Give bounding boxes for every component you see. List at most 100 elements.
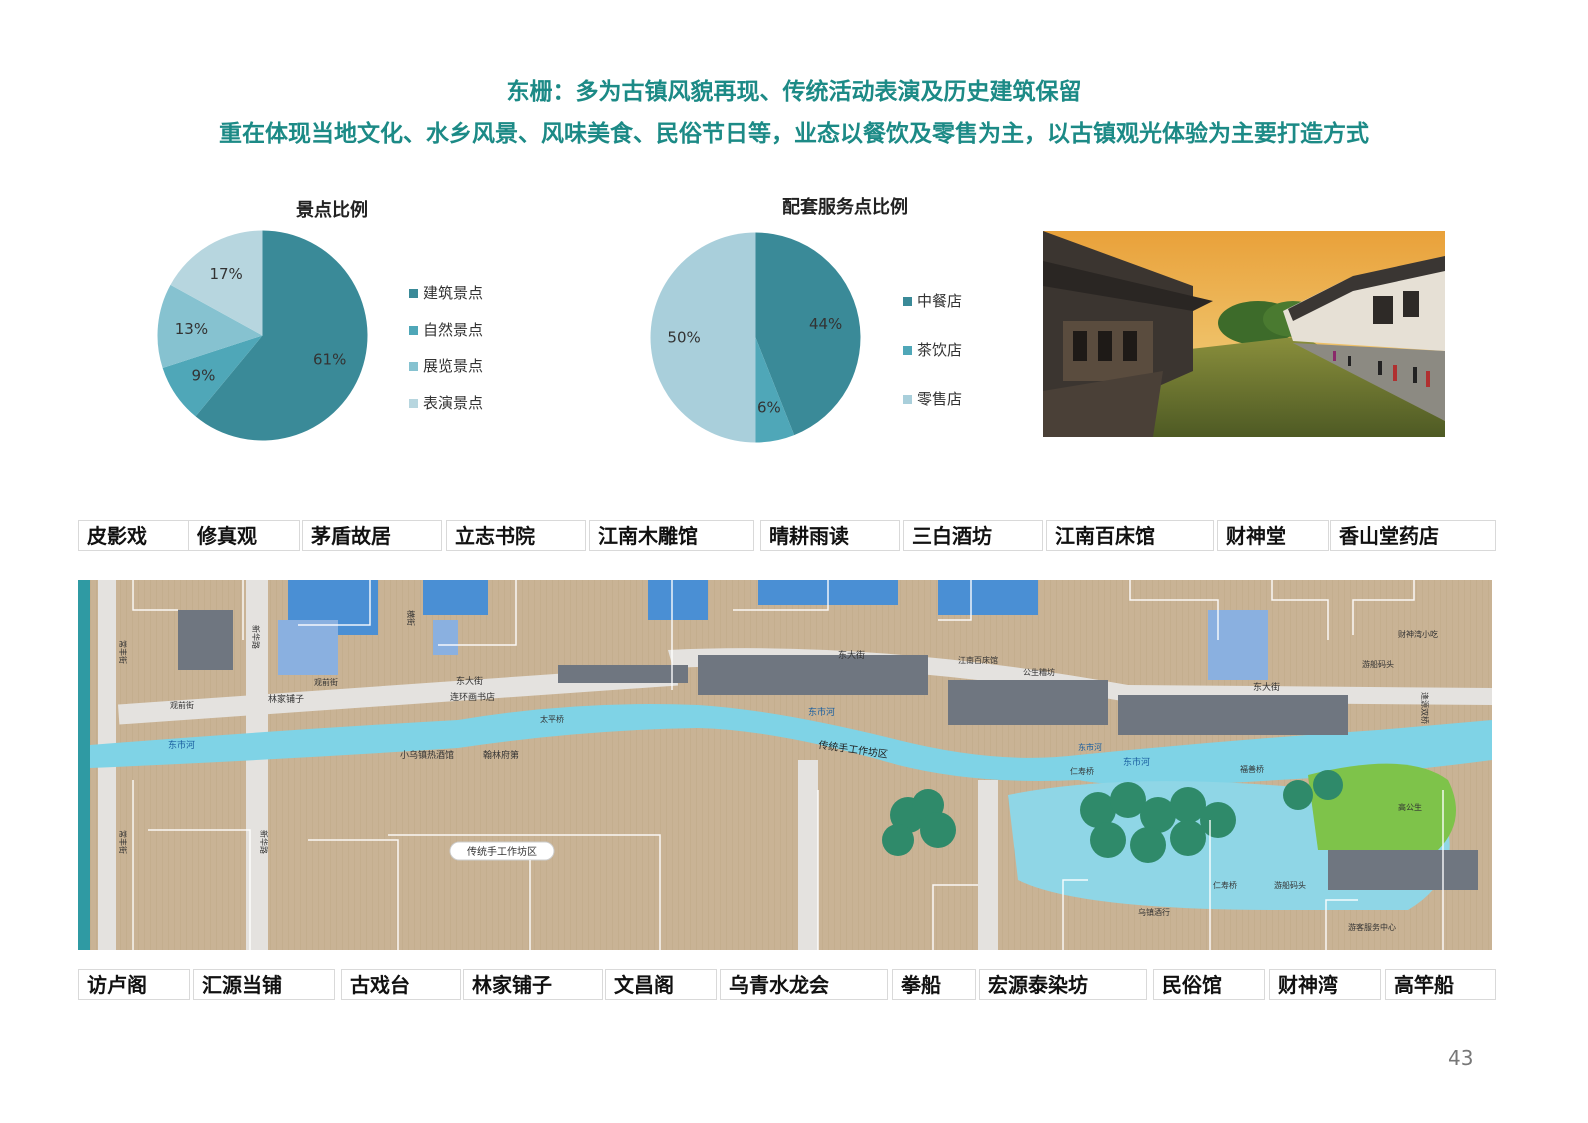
legend-label: 自然景点 — [423, 321, 484, 339]
scenic-area-map: 传统手工作坊区 东市河 东市河 东市河 东大街 东大街 东大街 传统手工作坊区 … — [78, 580, 1492, 950]
label-ancient-stage: 古戏台 — [341, 969, 461, 1000]
map-label-canal-mid: 东市河 — [808, 706, 835, 718]
map-label-comic-store: 连环画书店 — [450, 691, 495, 703]
map-label-taiping-bridge: 太平桥 — [540, 714, 564, 724]
pie-label-0-2: 13% — [175, 320, 208, 338]
pie-chart-attractions: 61% 9% 13% 17% — [157, 230, 368, 441]
map-label-hanlin: 翰林府第 — [483, 749, 519, 761]
legend-label: 表演景点 — [423, 394, 484, 412]
label-pole-boat: 高竿船 — [1385, 969, 1496, 1000]
map-label-xinhua-road-2: 新华路 — [259, 830, 269, 854]
pie-slice-0-3 — [170, 230, 263, 336]
pie-slice-1-0 — [755, 232, 861, 436]
label-woodcarving-museum: 江南木雕馆 — [589, 520, 754, 551]
legend-label: 展览景点 — [423, 357, 484, 375]
subheadline: 重在体现当地文化、水乡风景、风味美食、民俗节日等，业态以餐饮及零售为主，以古镇观… — [219, 121, 1369, 147]
pie-label-0-3: 17% — [209, 265, 242, 283]
map-label-hengjie: 横街 — [406, 610, 416, 626]
map-label-gongsheng: 公生糟坊 — [1023, 667, 1055, 677]
map-label-fengyuan-bridge: 逢源双桥 — [1420, 692, 1430, 724]
map-label-gaogongsheng: 高公生 — [1398, 802, 1422, 812]
label-caishen-hall: 财神堂 — [1217, 520, 1329, 551]
legend-item: 表演景点 — [409, 392, 483, 413]
water-town-photo — [1043, 231, 1445, 437]
map-label-canal-east: 东市河 — [1123, 756, 1150, 768]
label-linjia-shop: 林家铺子 — [463, 969, 603, 1000]
legend-item: 茶饮店 — [903, 339, 962, 360]
chart2-title: 配套服务点比例 — [782, 197, 908, 218]
map-label-caishen-snack: 财神湾小吃 — [1398, 629, 1438, 639]
label-wuqing-shuilong: 乌青水龙会 — [720, 969, 888, 1000]
label-huiyuan-pawnshop: 汇源当铺 — [193, 969, 335, 1000]
legend-swatch — [409, 399, 418, 408]
legend-swatch — [409, 289, 418, 298]
map-label-bed-museum: 江南百床馆 — [958, 655, 998, 665]
legend-item: 自然景点 — [409, 319, 483, 340]
label-lizhi-academy: 立志书院 — [446, 520, 586, 551]
label-piyingxi: 皮影戏 — [78, 520, 190, 551]
pie-slice-0-1 — [162, 335, 263, 417]
bottom-label-bar: 访卢阁 汇源当铺 古戏台 林家铺子 文昌阁 乌青水龙会 拳船 宏源泰染坊 民俗馆… — [78, 969, 1496, 1001]
label-dye-workshop: 宏源泰染坊 — [979, 969, 1147, 1000]
legend-item: 零售店 — [903, 388, 962, 409]
legend-label: 茶饮店 — [917, 341, 963, 359]
map-label-changfeng-2: 常丰街 — [118, 830, 128, 854]
pie-label-0-0: 61% — [313, 351, 346, 369]
map-label-dock-south: 游船码头 — [1274, 880, 1306, 890]
legend-label: 中餐店 — [917, 292, 963, 310]
pie-label-1-2: 50% — [667, 329, 700, 347]
map-label-linjia: 林家铺子 — [268, 693, 304, 705]
pie-slice-1-2 — [650, 232, 756, 443]
legend-swatch — [409, 326, 418, 335]
map-label-canal-west: 东市河 — [168, 739, 195, 751]
legend-label: 零售店 — [917, 390, 963, 408]
page-number: 43 — [1448, 1046, 1474, 1070]
map-label-winery: 乌镇酒行 — [1138, 907, 1170, 917]
map-label-xinhua-road: 新华路 — [251, 625, 261, 649]
map-label-fushan-bridge: 福善桥 — [1240, 764, 1264, 774]
label-xiangshan-pharmacy: 香山堂药店 — [1330, 520, 1496, 551]
label-caishen-bay: 财神湾 — [1269, 969, 1381, 1000]
map-label-wine-house: 小乌镇热酒馆 — [400, 749, 454, 761]
label-fanglu-pavilion: 访卢阁 — [78, 969, 190, 1000]
map-label-guanqian-2: 观前街 — [314, 677, 338, 687]
label-maodun-residence: 茅盾故居 — [302, 520, 442, 551]
pie-slice-0-2 — [157, 284, 263, 368]
headline: 东栅：多为古镇风貌再现、传统活动表演及历史建筑保留 — [506, 79, 1082, 105]
map-label-canal-4: 东市河 — [1078, 742, 1102, 752]
pie-label-1-0: 44% — [809, 315, 842, 333]
pie-slice-0-0 — [195, 230, 368, 441]
legend-label: 建筑景点 — [423, 284, 484, 302]
legend-swatch — [409, 362, 418, 371]
legend-swatch — [903, 395, 912, 404]
pie-chart-services: 44% 6% 50% — [650, 232, 861, 443]
map-label-changfeng: 常丰街 — [118, 640, 128, 664]
map-label-workshop-area: 传统手工作坊区 — [467, 845, 537, 858]
label-sanbai-winery: 三白酒坊 — [903, 520, 1043, 551]
legend-item: 中餐店 — [903, 290, 962, 311]
map-label-renshou-bridge: 仁寿桥 — [1070, 766, 1094, 776]
label-quan-boat: 拳船 — [892, 969, 976, 1000]
pie-label-0-1: 9% — [192, 367, 216, 385]
map-label-dock-east: 游船码头 — [1362, 659, 1394, 669]
pie-slice-1-1 — [755, 337, 795, 443]
map-illustration: 传统手工作坊区 东市河 东市河 东市河 东大街 东大街 东大街 传统手工作坊区 … — [78, 580, 1492, 950]
map-label-road-east1: 东大街 — [838, 649, 865, 661]
legend-swatch — [903, 297, 912, 306]
legend-item: 建筑景点 — [409, 282, 483, 303]
label-bed-museum: 江南百床馆 — [1046, 520, 1214, 551]
map-label-road-east2: 东大街 — [1253, 681, 1280, 693]
map-label-renshou-2: 仁寿桥 — [1213, 880, 1237, 890]
label-xiuzhenguan: 修真观 — [188, 520, 300, 551]
label-wenchang-pavilion: 文昌阁 — [605, 969, 717, 1000]
map-label-road-east3: 东大街 — [456, 675, 483, 687]
map-label-visitor-center: 游客服务中心 — [1348, 922, 1396, 932]
chart1-title: 景点比例 — [296, 200, 368, 221]
label-qinggeng-yudu: 晴耕雨读 — [760, 520, 900, 551]
pie-label-1-1: 6% — [757, 399, 781, 417]
map-label-guanqian: 观前街 — [170, 700, 194, 710]
label-folk-museum: 民俗馆 — [1153, 969, 1265, 1000]
water-town-illustration — [1043, 231, 1445, 437]
legend-swatch — [903, 346, 912, 355]
legend-item: 展览景点 — [409, 355, 483, 376]
